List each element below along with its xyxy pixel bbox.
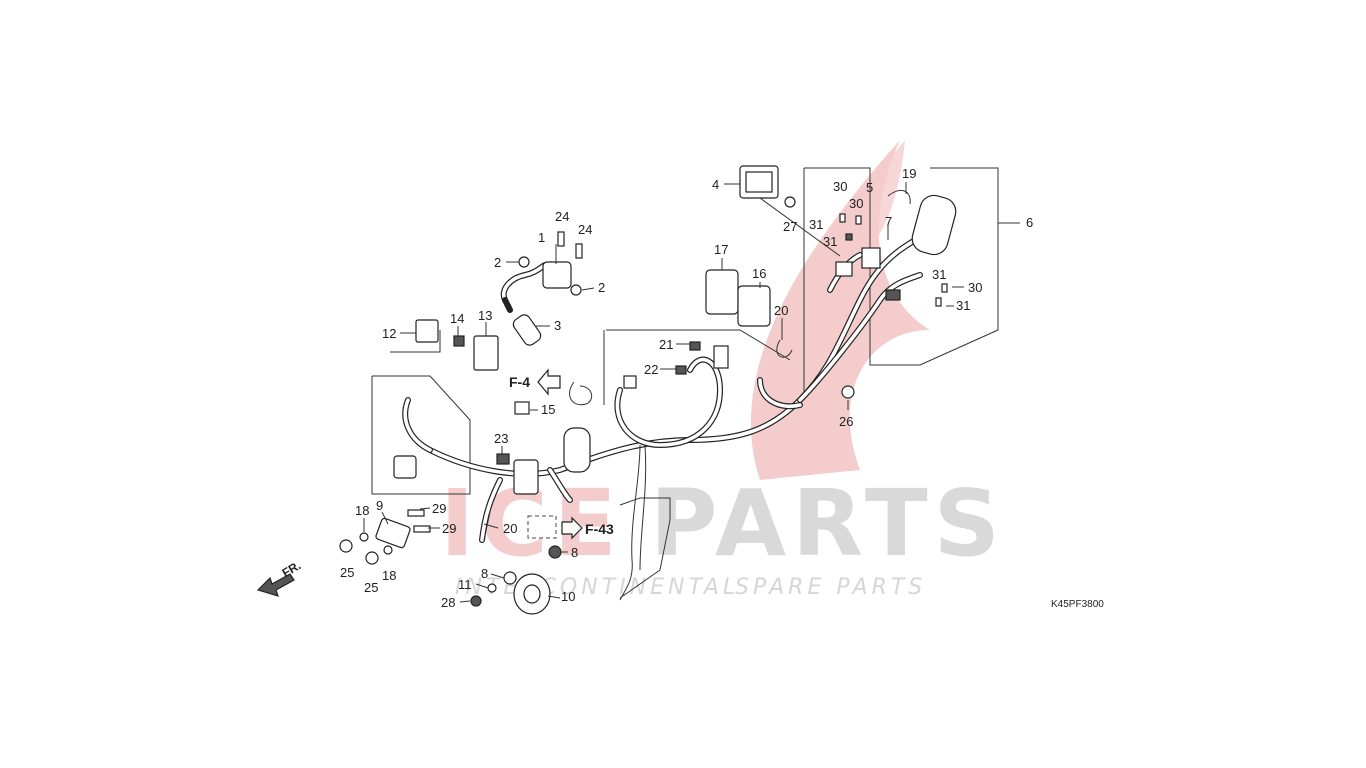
watermark: ICE PARTS INTERCONTINENTAL SPARE PARTS	[440, 140, 1006, 600]
leader-lines	[363, 182, 1020, 603]
callout-29b: 29	[442, 521, 456, 536]
callout-30a: 30	[833, 179, 847, 194]
callout-17: 17	[714, 242, 728, 257]
callout-24a: 24	[555, 209, 569, 224]
relay-13	[473, 335, 499, 371]
bolt-27	[784, 196, 796, 208]
callout-9: 9	[376, 498, 383, 513]
callout-25b: 25	[364, 580, 378, 595]
callout-31b: 31	[823, 234, 837, 249]
callout-20b: 20	[503, 521, 517, 536]
front-direction-marker: FR.	[256, 558, 304, 597]
callout-28: 28	[441, 595, 455, 610]
callout-21: 21	[659, 337, 673, 352]
watermark-tagline-b: SPARE PARTS	[735, 575, 926, 600]
callout-11: 11	[458, 577, 472, 592]
callouts: 4 27 24 24 1 2 2 3 12 14 13 15 17 16 20 …	[340, 166, 1033, 610]
callout-7: 7	[885, 214, 892, 229]
callout-6: 6	[1026, 215, 1033, 230]
components	[339, 165, 957, 615]
callout-23: 23	[494, 431, 508, 446]
callout-31a: 31	[809, 217, 823, 232]
callout-10: 10	[561, 589, 575, 604]
ref-f4: F-4	[509, 374, 530, 390]
watermark-brand-right: PARTS	[650, 470, 1006, 577]
callout-29a: 29	[432, 501, 446, 516]
callout-3: 3	[554, 318, 561, 333]
callout-8a: 8	[481, 566, 488, 581]
group-frames	[371, 167, 999, 599]
callout-4: 4	[712, 177, 719, 192]
callout-2b: 2	[598, 280, 605, 295]
ignition-coil-6	[911, 194, 957, 256]
callout-5: 5	[866, 180, 873, 195]
watermark-wing-logo	[750, 140, 930, 480]
callout-1: 1	[538, 230, 545, 245]
callout-25a: 25	[340, 565, 354, 580]
callout-18a: 18	[355, 503, 369, 518]
sensor-9	[375, 517, 411, 549]
ref-arrows	[537, 368, 583, 540]
grommet-26	[841, 385, 855, 399]
callout-14: 14	[450, 311, 464, 326]
callout-8b: 8	[571, 545, 578, 560]
main-harness	[402, 237, 923, 601]
callout-30b: 30	[849, 196, 863, 211]
callout-22: 22	[644, 362, 658, 377]
front-marker-label: FR.	[280, 558, 304, 580]
fuse-box-16	[737, 285, 771, 327]
callout-19: 19	[902, 166, 916, 181]
callout-27: 27	[783, 219, 797, 234]
callout-2a: 2	[494, 255, 501, 270]
fuse-box-17	[705, 269, 739, 315]
watermark-tagline-a: INTERCONTINENTAL	[455, 575, 739, 600]
callout-31c: 31	[932, 267, 946, 282]
callout-12: 12	[382, 326, 396, 341]
canister	[563, 427, 591, 473]
callout-30c: 30	[968, 280, 982, 295]
ref-f43: F-43	[585, 521, 614, 537]
callout-24b: 24	[578, 222, 592, 237]
plug-3	[512, 314, 542, 346]
starter-relay-switch	[542, 261, 572, 289]
callout-18b: 18	[382, 568, 396, 583]
callout-26: 26	[839, 414, 853, 429]
diagram-code: K45PF3800	[1051, 599, 1104, 610]
callout-31d: 31	[956, 298, 970, 313]
callout-16: 16	[752, 266, 766, 281]
callout-20a: 20	[774, 303, 788, 318]
callout-15: 15	[541, 402, 555, 417]
unit-12	[415, 319, 439, 343]
callout-13: 13	[478, 308, 492, 323]
